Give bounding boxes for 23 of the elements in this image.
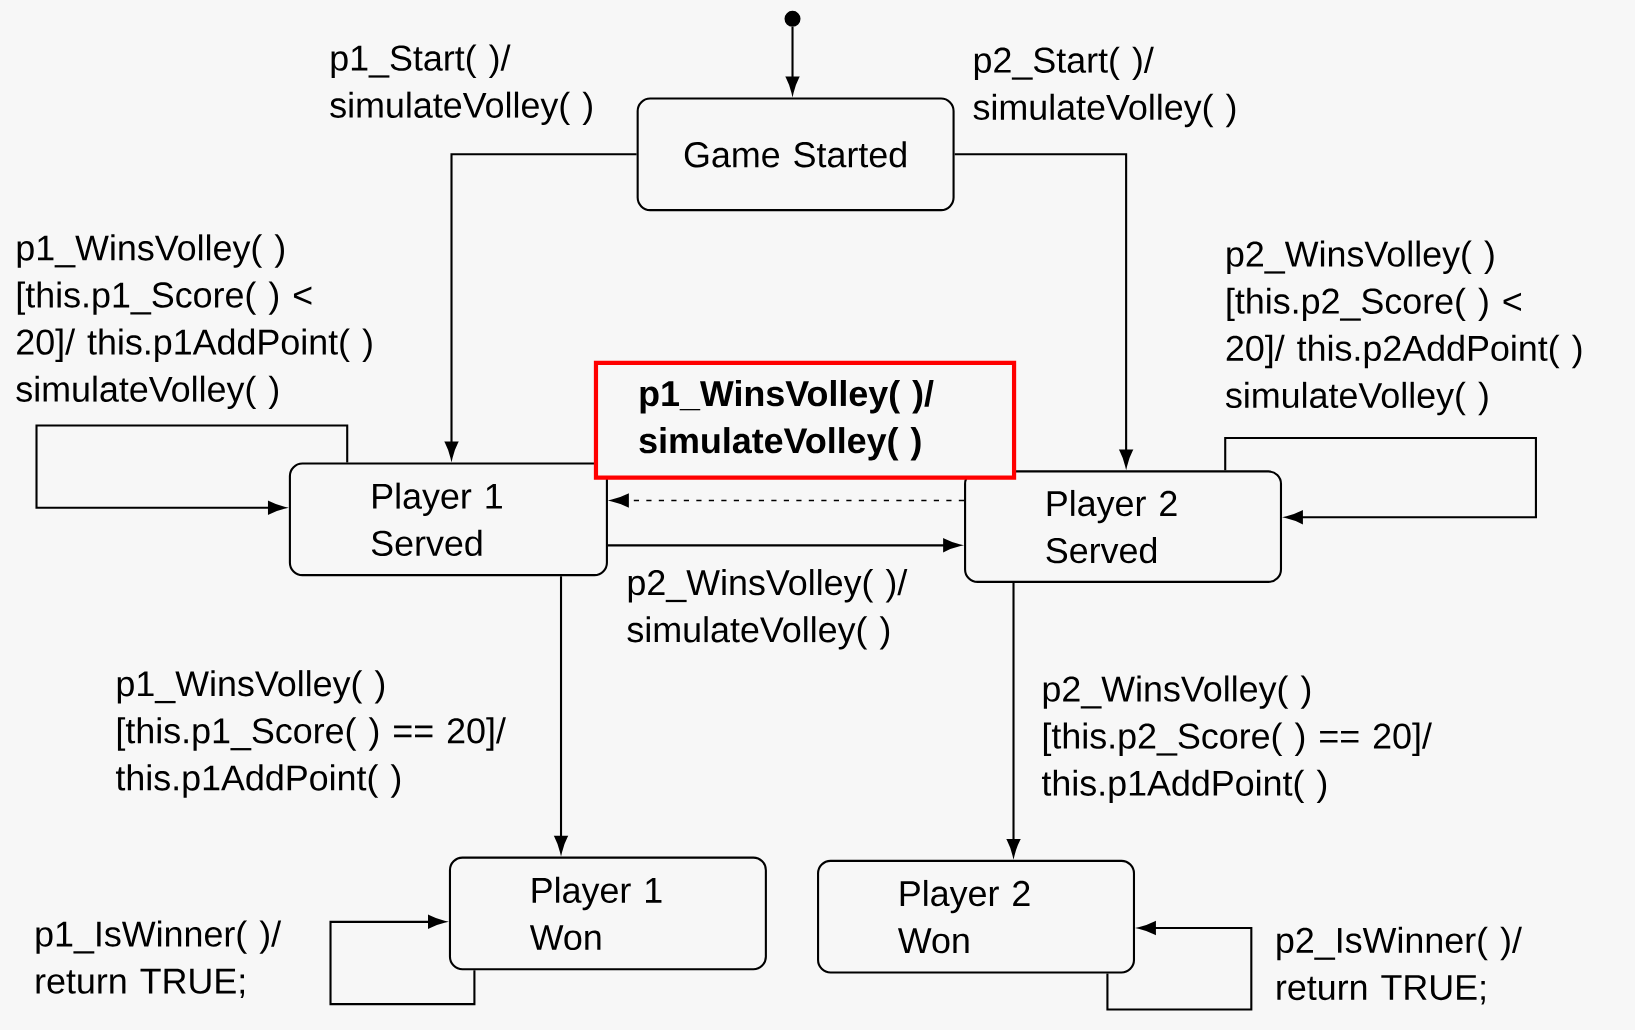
edge-label: p1_IsWinner( )/ return TRUE; xyxy=(36,920,282,998)
edge-label: p1_WinsVolley( ) [this.p1_Score( ) == 20]/ this.p1AddPoint( ) xyxy=(115,670,506,798)
edge-label: p2_Start( )/ simulateVolley( ) xyxy=(973,46,1236,128)
highlighted-edge-label: p1_WinsVolley( )/ simulateVolley( ) xyxy=(593,360,1017,480)
arrow xyxy=(35,424,349,515)
arrow xyxy=(329,915,476,1006)
edge-label: p2_WinsVolley( )/ simulateVolley( ) xyxy=(627,568,908,650)
state-box: Player 2 Won xyxy=(817,859,1135,974)
edge-label: p1_WinsVolley( ) [this.p1_Score( ) < 20]/ this.p1AddPoint( ) simulateVolley( ) xyxy=(16,234,372,409)
arrow xyxy=(1224,436,1537,524)
state-box: Player 2 Served xyxy=(964,470,1283,583)
arrow xyxy=(954,153,1133,467)
state-box: Player 1 Served xyxy=(288,462,608,577)
initial-state-dot xyxy=(784,10,801,27)
edge-label: p2_IsWinner( )/ return TRUE; xyxy=(1277,926,1522,1005)
state-box: Player 1 Won xyxy=(448,856,767,971)
edge-label: p2_WinsVolley( ) [this.p2_Score( ) < 20]/ this.p2AddPoint( ) simulateVolley( ) xyxy=(1225,240,1582,416)
arrow xyxy=(610,493,965,508)
arrow xyxy=(607,538,961,552)
edge-label: p1_Start( )/ simulateVolley( ) xyxy=(330,44,592,125)
state-box: Game Started xyxy=(636,97,955,212)
edge-label: p2_WinsVolley( ) [this.p2_Score( ) == 20]/ this.p1AddPoint( ) xyxy=(1041,675,1432,803)
arrow xyxy=(1106,921,1253,1011)
